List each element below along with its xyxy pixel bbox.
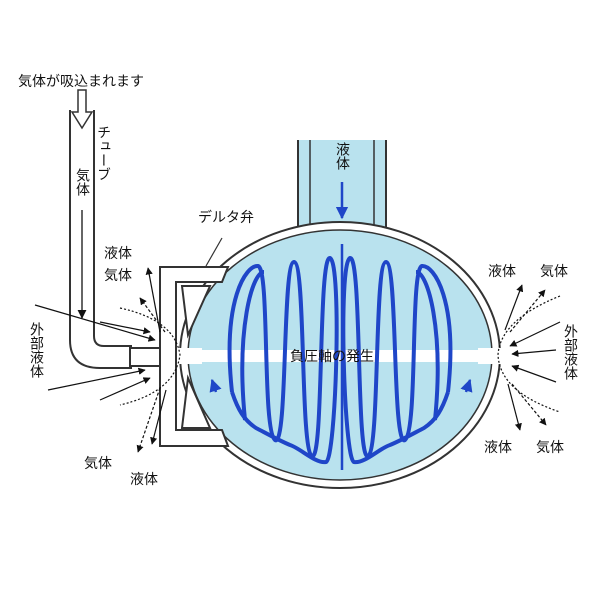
intake-arrow xyxy=(70,89,94,130)
right-gas-label: 気体 xyxy=(540,264,568,280)
left-bottom-gas-label: 気体 xyxy=(84,456,112,472)
left-outer-liquid-arrows xyxy=(34,304,156,401)
gas-in-tube-label: 気体 xyxy=(74,168,90,196)
gas-tube xyxy=(69,110,161,369)
delta-valve-label: デルタ弁 xyxy=(198,209,254,226)
tube-label: チューブ xyxy=(95,125,111,181)
spiral-arrow-left xyxy=(209,378,222,393)
intake-label: 気体が吸込まれます xyxy=(18,74,144,90)
axis-label: 負圧軸の発生 xyxy=(290,349,374,365)
left-gas-label: 気体 xyxy=(104,268,132,284)
right-bottom-liquid-label: 液体 xyxy=(484,440,512,456)
vortex-spirals xyxy=(227,244,453,470)
left-liquid-label: 液体 xyxy=(104,246,132,262)
liquid-top-label: 液体 xyxy=(334,142,350,170)
left-bottom-liquid-label: 液体 xyxy=(130,472,158,488)
left-outer-liquid-label: 外部液体 xyxy=(28,322,44,378)
left-discharge-arrows xyxy=(119,267,181,453)
delta-valve xyxy=(159,237,230,447)
right-arrows xyxy=(497,284,561,431)
right-bottom-gas-label: 気体 xyxy=(536,440,564,456)
right-outer-liquid-label: 外部液体 xyxy=(562,324,578,380)
right-liquid-label: 液体 xyxy=(488,264,516,280)
spiral-arrow-right xyxy=(460,378,473,393)
